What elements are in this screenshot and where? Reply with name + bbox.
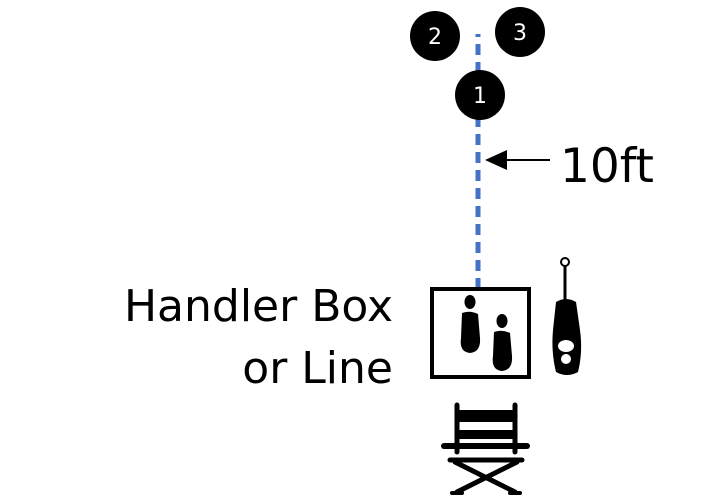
distance-arrow [485,150,550,170]
dog-on-leash-icon [552,257,582,375]
marker-2-circle [410,11,460,61]
distance-label: 10ft [560,139,654,194]
marker-2: 2 [410,11,460,61]
marker-1-label: 1 [473,84,487,109]
director-chair-icon [441,402,530,495]
marker-1: 1 [455,70,505,120]
marker-3: 3 [495,7,545,57]
handler-label-line2: or Line [242,343,393,394]
marker-1-circle [455,70,505,120]
handler-label-line1: Handler Box [124,281,393,332]
marker-2-label: 2 [428,25,442,50]
footprints-icon [460,295,513,371]
marker-3-circle [495,7,545,57]
distance-arrow-head [485,150,507,170]
handler-box [430,287,531,379]
marker-3-label: 3 [513,21,527,46]
